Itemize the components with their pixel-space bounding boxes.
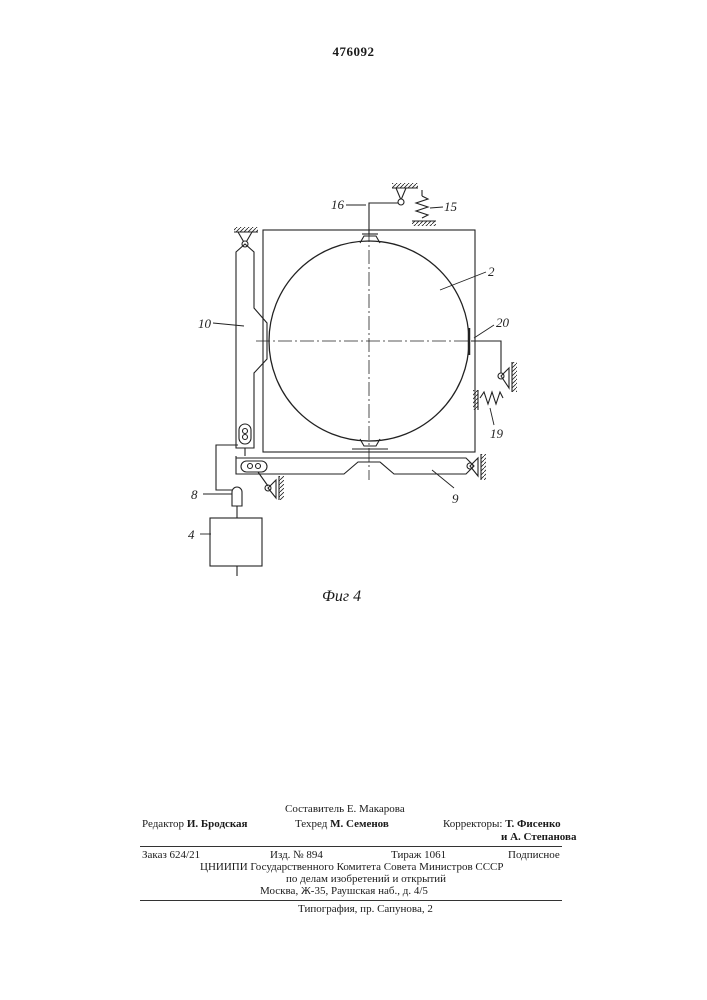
label-10: 10: [198, 316, 212, 331]
editor-label: Редактор: [142, 818, 184, 830]
lever-9: [236, 456, 474, 474]
corrector-2: и А. Степанова: [501, 831, 576, 843]
divider-2: [140, 900, 562, 901]
techred-name: М. Семенов: [330, 818, 389, 830]
lever-10: [236, 244, 267, 448]
edition-number: Изд. № 894: [270, 849, 323, 861]
label-19: 19: [490, 426, 504, 441]
subscription-note: Подписное: [508, 849, 560, 861]
editor-line: Редактор И. Бродская: [142, 818, 248, 830]
corrector-1: Т. Фисенко: [505, 818, 560, 830]
print-run: Тираж 1061: [391, 849, 446, 861]
label-4: 4: [188, 527, 195, 542]
label-16: 16: [331, 197, 345, 212]
order-number: Заказ 624/21: [142, 849, 200, 861]
editor-name: И. Бродская: [187, 818, 248, 830]
figure-caption: Фиг 4: [322, 588, 361, 606]
lever-16: [369, 203, 401, 234]
label-15: 15: [444, 199, 458, 214]
correctors-line: Корректоры: Т. Фисенко: [443, 818, 561, 830]
organization-line-2: по делам изобретений и открытий: [286, 873, 446, 885]
techred-label: Техред: [295, 818, 327, 830]
techred-line: Техред М. Семенов: [295, 818, 389, 830]
label-9: 9: [452, 491, 459, 506]
corrector-2-line: и А. Степанова: [501, 831, 576, 843]
organization-line-1: ЦНИИПИ Государственного Комитета Совета …: [200, 861, 504, 873]
spring-15: [416, 196, 428, 218]
label-20: 20: [496, 315, 510, 330]
label-8: 8: [191, 487, 198, 502]
slot-9: [241, 461, 267, 472]
correctors-label: Корректоры:: [443, 818, 502, 830]
label-2: 2: [488, 264, 495, 279]
organization-address: Москва, Ж-35, Раушская наб., д. 4/5: [260, 885, 428, 897]
spring-19: [480, 392, 503, 404]
compiler-line: Составитель Е. Макарова: [285, 803, 405, 815]
actuator-4: [210, 518, 262, 566]
divider-1: [140, 846, 562, 847]
printer-line: Типография, пр. Сапунова, 2: [298, 903, 433, 915]
